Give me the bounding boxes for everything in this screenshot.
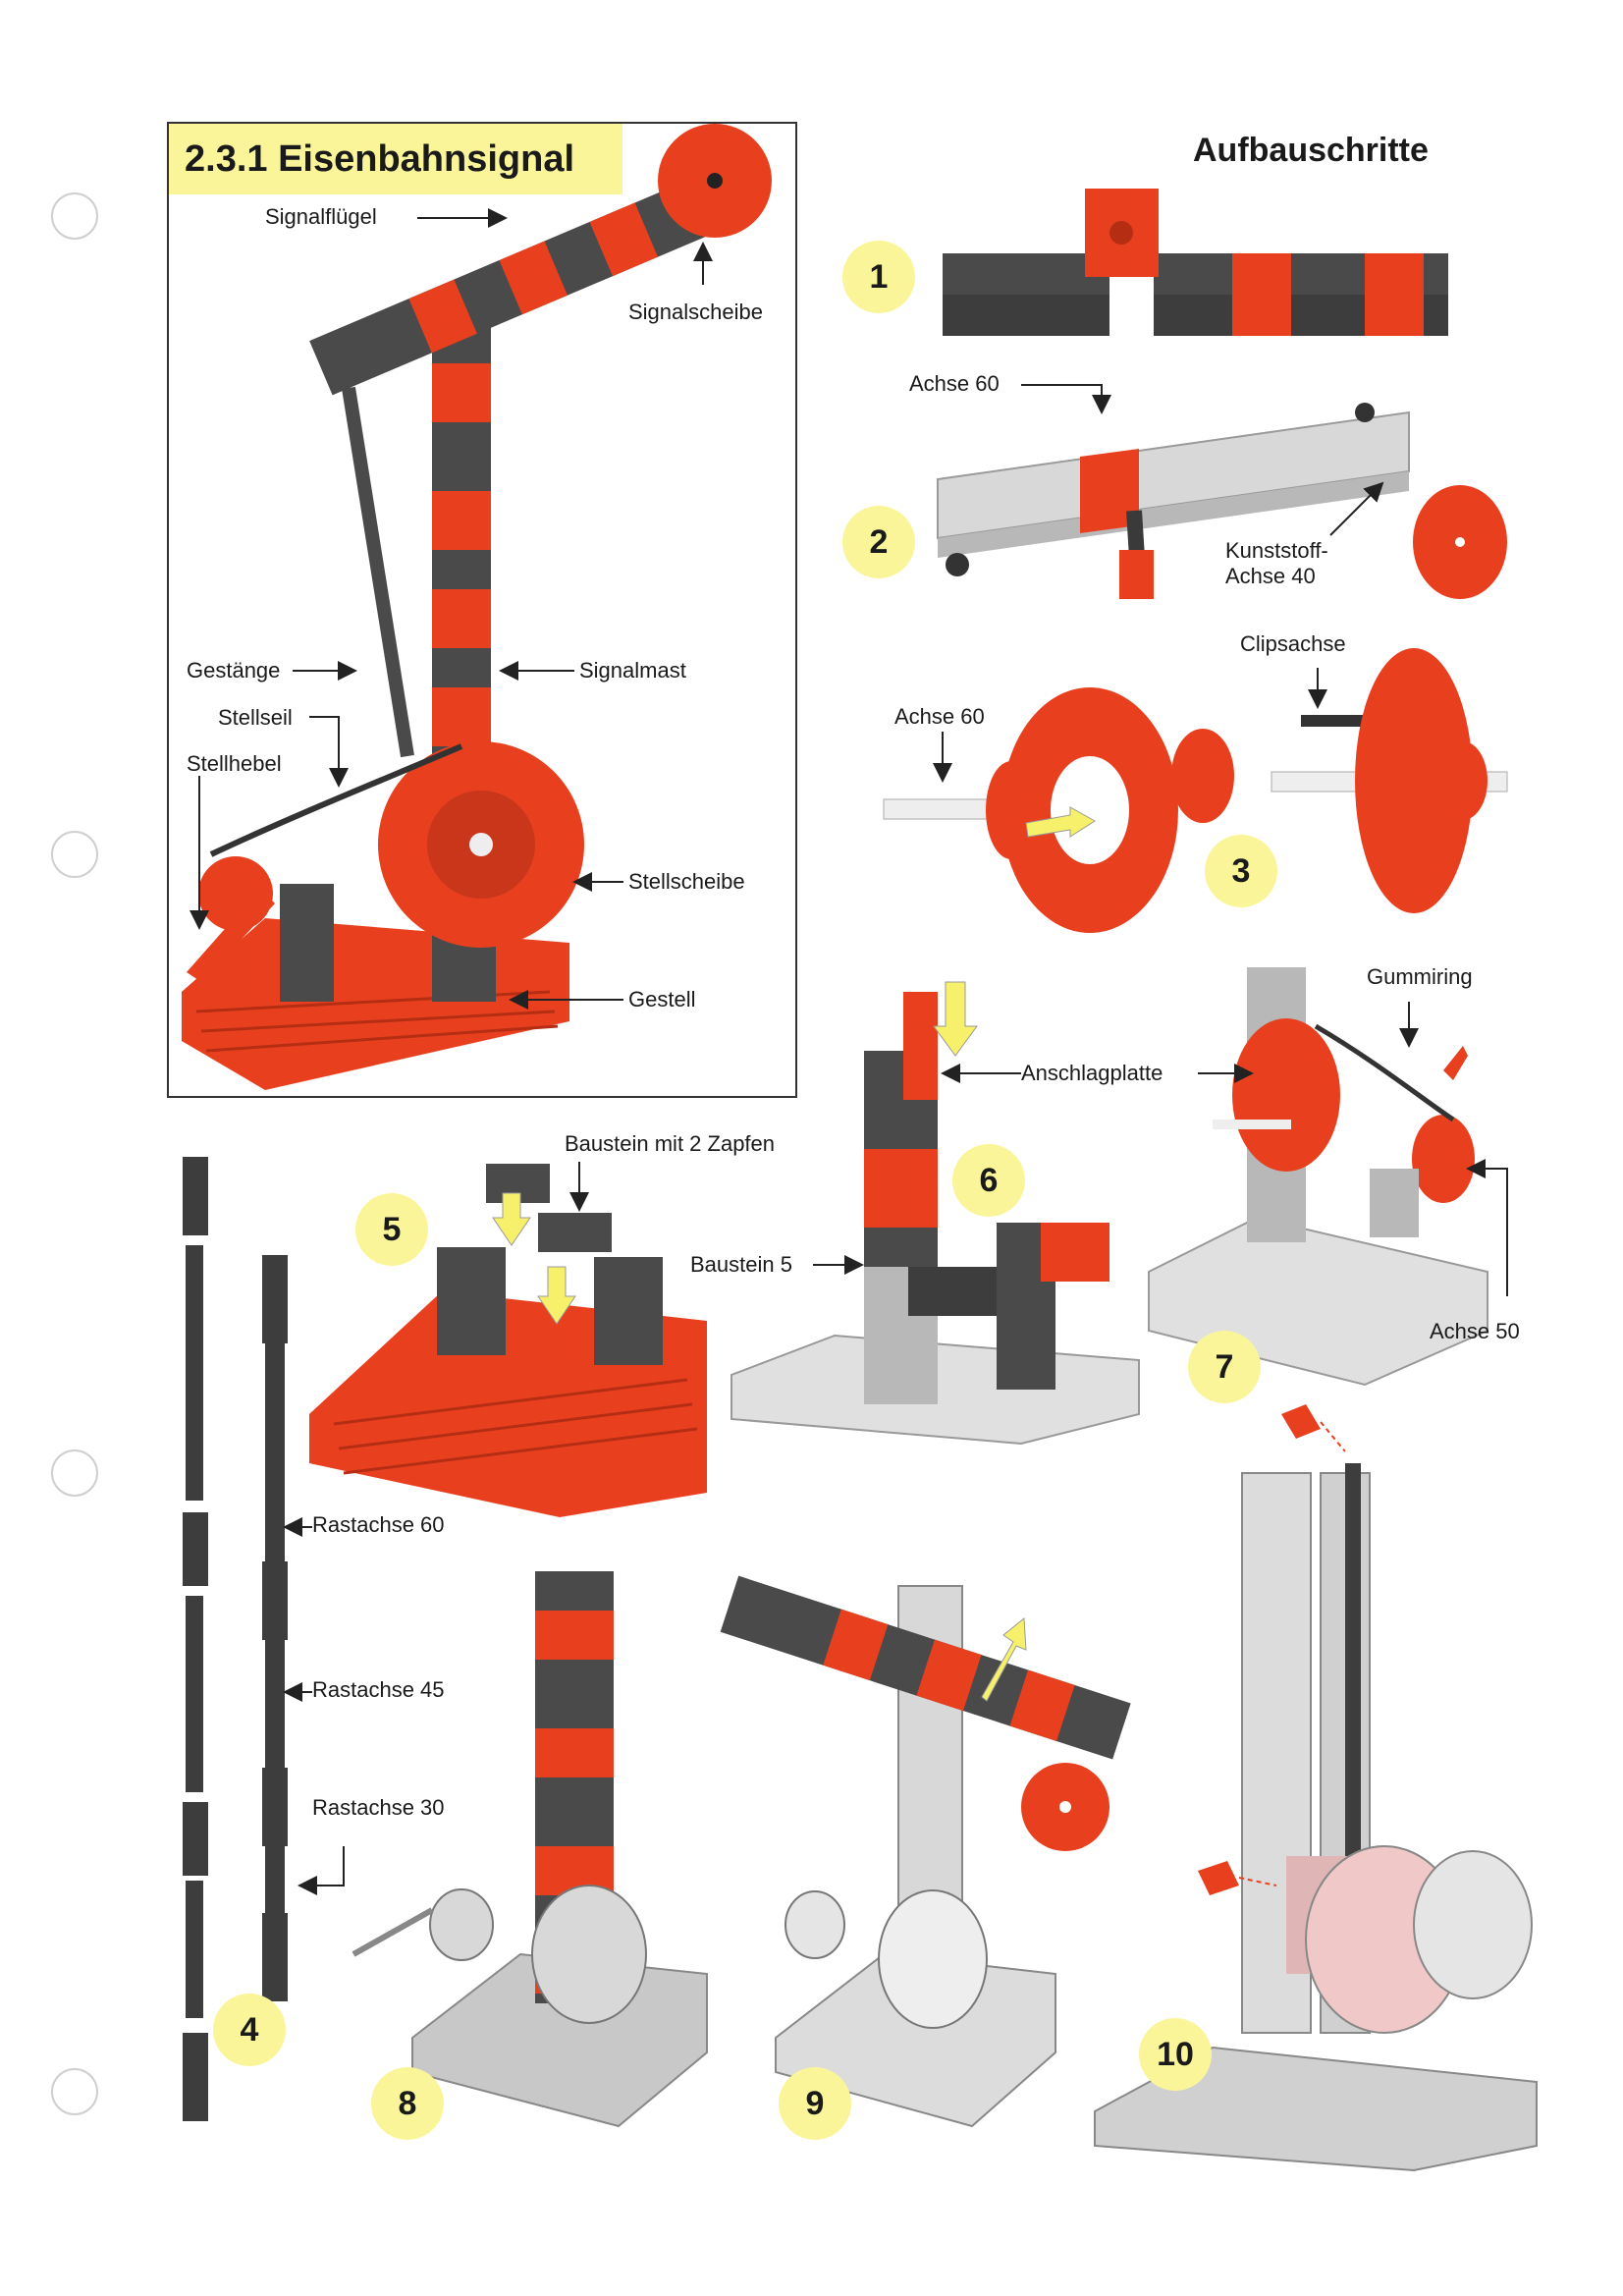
label-achse60-step3: Achse 60	[894, 704, 985, 729]
label-gestaenge: Gestänge	[187, 658, 281, 683]
step5-illustration	[309, 1164, 707, 1517]
punch-hole	[51, 192, 98, 240]
step-badge-2: 2	[842, 506, 915, 578]
label-gestell: Gestell	[628, 987, 696, 1011]
label-anschlagplatte: Anschlagplatte	[1021, 1061, 1163, 1085]
label-kunststoff-line2: Achse 40	[1225, 564, 1316, 588]
label-baustein-2-zapfen: Baustein mit 2 Zapfen	[565, 1131, 776, 1156]
step-badge-5: 5	[355, 1193, 428, 1266]
main-signal-illustration	[182, 124, 772, 1090]
step-badge-1: 1	[842, 241, 915, 313]
step-badge-4: 4	[213, 1994, 286, 2066]
steps-heading: Aufbauschritte	[1193, 132, 1429, 169]
label-gummiring: Gummiring	[1367, 964, 1473, 989]
step9-illustration	[720, 1575, 1131, 2128]
page-title: 2.3.1 Eisenbahnsignal	[169, 124, 622, 194]
label-rastachse30: Rastachse 30	[312, 1795, 445, 1820]
step-badge-7: 7	[1188, 1331, 1261, 1403]
step8-illustration	[352, 1571, 708, 2128]
label-kunststoff-line1: Kunststoff-	[1225, 538, 1328, 563]
label-baustein5: Baustein 5	[690, 1252, 792, 1277]
label-achse60-step2: Achse 60	[909, 371, 1000, 396]
punch-hole	[51, 1449, 98, 1497]
step2-illustration	[937, 403, 1507, 599]
step3-illustration	[883, 648, 1508, 933]
step6-illustration	[730, 981, 1140, 1446]
label-signalmast: Signalmast	[579, 658, 686, 683]
step1-illustration	[943, 189, 1448, 336]
punch-hole	[51, 2068, 98, 2115]
punch-hole	[51, 831, 98, 878]
step7-illustration	[1148, 967, 1488, 1387]
label-rastachse60: Rastachse 60	[312, 1512, 445, 1537]
step-badge-6: 6	[952, 1144, 1025, 1217]
step4-illustration	[183, 1157, 288, 2121]
label-stellhebel: Stellhebel	[187, 751, 282, 776]
label-clipsachse: Clipsachse	[1240, 631, 1346, 656]
label-achse50: Achse 50	[1430, 1319, 1520, 1343]
main-model-frame	[167, 122, 797, 1098]
step-badge-3: 3	[1205, 835, 1277, 907]
step-badge-9: 9	[779, 2067, 851, 2140]
label-signalfluegel: Signalflügel	[265, 204, 377, 229]
label-rastachse45: Rastachse 45	[312, 1677, 445, 1702]
step10-illustration	[1094, 1404, 1538, 2172]
step-badge-10: 10	[1139, 2018, 1212, 2091]
label-stellseil: Stellseil	[218, 705, 293, 730]
label-signalscheibe: Signalscheibe	[628, 300, 763, 324]
label-stellscheibe: Stellscheibe	[628, 869, 745, 894]
step-badge-8: 8	[371, 2067, 444, 2140]
